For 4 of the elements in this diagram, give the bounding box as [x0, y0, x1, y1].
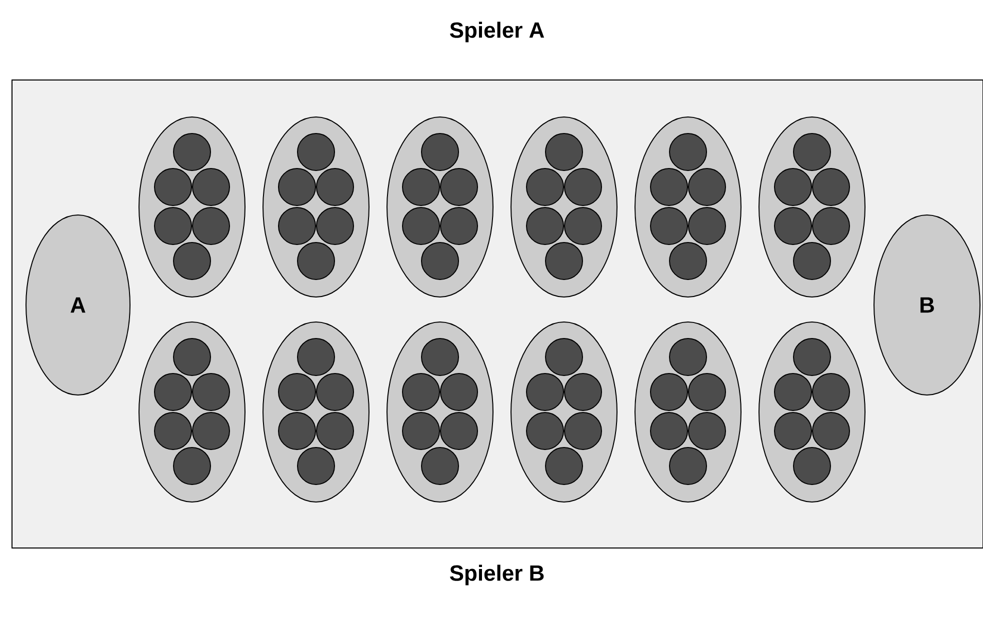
store-pit: A [26, 214, 130, 396]
player-label: Spieler B [450, 564, 544, 586]
store-pit: B [874, 214, 980, 396]
player-label: Spieler A [450, 22, 544, 42]
